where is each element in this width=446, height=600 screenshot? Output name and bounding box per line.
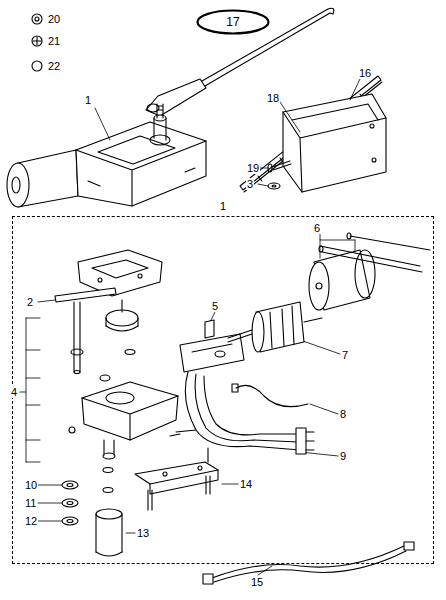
callout-number: 21 bbox=[47, 35, 61, 47]
callout-number: 16 bbox=[358, 67, 372, 79]
callout-number: 15 bbox=[250, 576, 264, 588]
callout-number: 19 bbox=[246, 162, 260, 174]
callout-number: 1 bbox=[13, 200, 433, 212]
callout-number: 5 bbox=[211, 300, 219, 312]
callout-number: 12 bbox=[24, 515, 38, 527]
fastener-icons bbox=[32, 14, 42, 71]
callout-number: 13 bbox=[136, 527, 150, 539]
callout-number: 18 bbox=[266, 92, 280, 104]
ellipse-shape bbox=[198, 11, 269, 34]
callout-number: 20 bbox=[47, 13, 61, 25]
callout-number: 7 bbox=[341, 349, 349, 361]
callout-number: 11 bbox=[24, 497, 37, 509]
callout-number: 1 bbox=[84, 94, 92, 106]
callout-number: 8 bbox=[339, 408, 347, 420]
assembly-outline: 1 bbox=[12, 216, 434, 564]
callout-number: 4 bbox=[10, 386, 18, 398]
callout-number: 22 bbox=[47, 60, 61, 72]
wiper-arm bbox=[146, 8, 334, 116]
callout-number: 10 bbox=[24, 479, 38, 491]
cable bbox=[203, 542, 414, 584]
exploded-parts bbox=[55, 233, 430, 556]
motor-cover bbox=[283, 94, 386, 192]
callout-number: 14 bbox=[239, 478, 253, 490]
screw-and-washer bbox=[268, 161, 291, 189]
callout-number: 17 bbox=[226, 15, 239, 29]
callout-number: 2 bbox=[26, 296, 34, 308]
wiper-motor bbox=[7, 104, 206, 207]
callout-number: 9 bbox=[339, 450, 347, 462]
callout-number: 3 bbox=[246, 178, 254, 190]
leader-lines bbox=[20, 79, 360, 575]
callout-ellipse: 17 bbox=[196, 9, 270, 35]
callout-number: 6 bbox=[313, 222, 321, 234]
